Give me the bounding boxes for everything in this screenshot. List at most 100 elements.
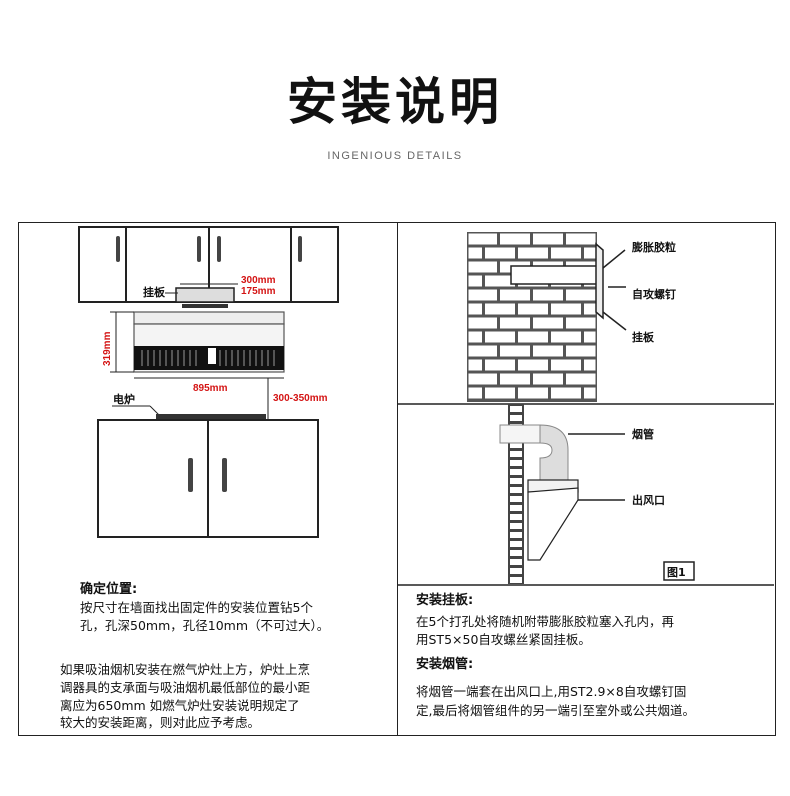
- brick: [518, 331, 548, 343]
- stove-top: [156, 414, 266, 419]
- left-section2-line3: 离应为650mm 如燃气炉灶安装说明规定了: [60, 698, 300, 713]
- brick: [485, 359, 515, 371]
- brick: [485, 247, 515, 259]
- left-section1-heading: 确定位置:: [80, 582, 138, 597]
- right-section1-line2: 用ST5×50自攻螺丝紧固挂板。: [416, 632, 591, 647]
- brick: [533, 345, 563, 357]
- right-section2-heading: 安装烟管:: [416, 657, 474, 672]
- brick: [551, 387, 581, 399]
- brick: [485, 275, 515, 287]
- brick: [468, 373, 497, 385]
- brick: [485, 331, 515, 343]
- brick: [468, 275, 482, 287]
- brick: [468, 359, 482, 371]
- brick: [468, 289, 497, 301]
- left-section2-line4: 较大的安装距离，则对此应予考虑。: [60, 715, 261, 730]
- brick: [510, 415, 522, 421]
- brick: [500, 345, 530, 357]
- brick: [510, 451, 522, 457]
- expansion-anchor: [510, 265, 602, 285]
- hanger-label-right: 挂板: [632, 330, 655, 344]
- brick: [510, 559, 522, 565]
- right-section1-heading: 安装挂板:: [416, 593, 474, 608]
- brick: [510, 406, 522, 412]
- brick: [510, 568, 522, 574]
- brick: [533, 289, 563, 301]
- brick: [510, 514, 522, 520]
- brick: [510, 460, 522, 466]
- dim-300mm: 300mm: [241, 275, 276, 286]
- brick: [584, 303, 596, 315]
- stove-label: 电炉: [113, 392, 135, 406]
- brick: [584, 359, 596, 371]
- outlet-label: 出风口: [632, 493, 665, 507]
- brick: [566, 373, 596, 385]
- brick: [510, 469, 522, 475]
- right-section2-line2: 定,最后将烟管组件的另一端引至室外或公共烟道。: [416, 703, 695, 718]
- brick: [500, 317, 530, 329]
- brick: [510, 496, 522, 502]
- left-section1-line1: 按尺寸在墙面找出固定件的安装位置钻5个: [80, 600, 313, 615]
- brick: [500, 373, 530, 385]
- brick: [510, 442, 522, 448]
- brick: [468, 317, 497, 329]
- hanger-plate: [175, 287, 235, 303]
- left-section1-line2: 孔，孔深50mm，孔径10mm（不可过大）。: [80, 618, 330, 633]
- brick: [518, 303, 548, 315]
- brick: [510, 577, 522, 583]
- left-section2-line1: 如果吸油烟机安装在燃气炉灶上方，炉灶上烹: [60, 662, 311, 677]
- brick: [551, 247, 581, 259]
- brick: [533, 317, 563, 329]
- left-section2-line2: 调器具的支承面与吸油烟机最低部位的最小距: [60, 680, 311, 695]
- dim-300-350mm: 300-350mm: [273, 393, 328, 404]
- dim-175mm: 175mm: [241, 286, 276, 297]
- dim-319mm: 319mm: [102, 331, 113, 366]
- brick: [518, 247, 548, 259]
- pipe-label: 烟管: [632, 427, 654, 441]
- right-section2-line1: 将烟管一端套在出风口上,用ST2.9×8自攻螺钉固: [416, 684, 687, 699]
- brick: [500, 233, 530, 245]
- brick: [468, 331, 482, 343]
- brick: [468, 303, 482, 315]
- page-title: 安装说明: [287, 73, 503, 131]
- hood-top: [133, 311, 285, 325]
- brick: [510, 532, 522, 538]
- brick: [468, 233, 497, 245]
- brick: [566, 345, 596, 357]
- brick: [500, 289, 530, 301]
- brick: [566, 233, 596, 245]
- brick: [566, 317, 596, 329]
- brick: [584, 247, 596, 259]
- brick: [551, 359, 581, 371]
- smoke-pipe: [539, 424, 569, 481]
- brick: [510, 478, 522, 484]
- wall-column: [508, 404, 524, 584]
- screw-label: 自攻螺钉: [632, 287, 676, 301]
- brick: [533, 233, 563, 245]
- brick: [510, 505, 522, 511]
- page-subtitle: INGENIOUS DETAILS: [327, 150, 463, 162]
- brick: [584, 331, 596, 343]
- hanger-plate-side: [595, 242, 604, 320]
- brick: [510, 550, 522, 556]
- brick: [468, 387, 482, 399]
- brick: [468, 247, 482, 259]
- figure-label: 图1: [667, 566, 686, 579]
- brick: [485, 387, 515, 399]
- brick: [510, 541, 522, 547]
- brick: [566, 289, 596, 301]
- brick: [510, 487, 522, 493]
- right-section1-line1: 在5个打孔处将随机附带膨胀胶粒塞入孔内，再: [416, 614, 674, 629]
- brick: [551, 331, 581, 343]
- brick: [584, 387, 596, 399]
- brick: [518, 387, 548, 399]
- dim-895mm: 895mm: [193, 383, 228, 394]
- brick: [468, 345, 497, 357]
- anchor-label: 膨胀胶粒: [631, 240, 676, 254]
- hanger-label: 挂板: [143, 285, 166, 299]
- brick: [485, 303, 515, 315]
- column-divider: [397, 222, 398, 736]
- brick: [551, 303, 581, 315]
- brick: [518, 359, 548, 371]
